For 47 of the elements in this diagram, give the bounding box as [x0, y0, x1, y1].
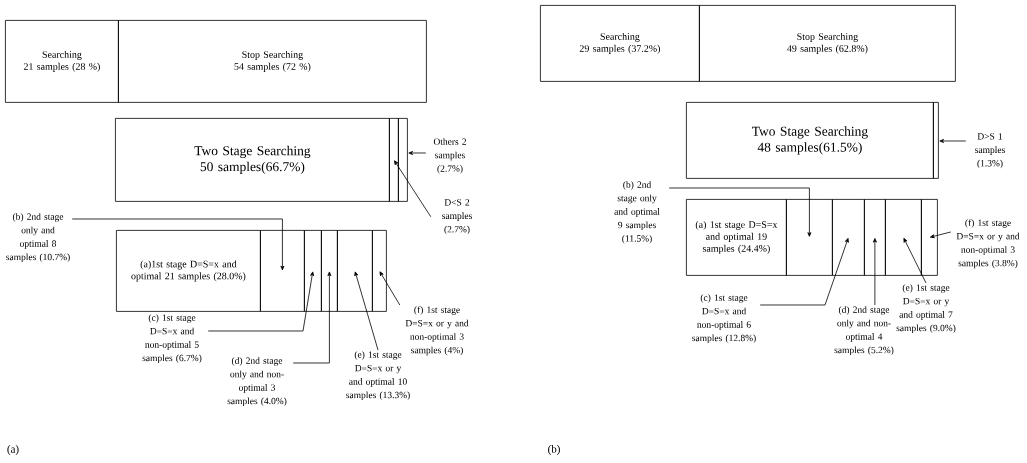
arrow — [207, 271, 315, 332]
panel-label: (b) — [548, 445, 560, 455]
callout-label: (c) 1st stage D=S=x and non-optimal 5 samples (6.7%) — [142, 314, 202, 364]
bar-segment — [864, 199, 886, 276]
callout-label: D<S 2 samples (2.7%) — [442, 199, 472, 235]
bar-segment — [260, 230, 305, 312]
arrow — [379, 271, 401, 306]
bar-segment — [832, 199, 865, 276]
bar-segment: Stop Searching 49 samples (62.8%) — [699, 5, 956, 82]
bar-segment: Searching 29 samples (37.2%) — [540, 5, 700, 82]
bar-segment — [337, 230, 373, 312]
callout-label: (b) 2nd stage only and optimal 8 samples (10.7%) — [6, 213, 70, 263]
bar-segment: (a)1st stage D=S=x and optimal 21 samples (28.0%) — [116, 230, 261, 312]
bar-segment: Two Stage Searching 50 samples(66.7%) — [115, 118, 390, 202]
callout-label: (d) 2nd stage only and non-optimal 3 samples (4.0%) — [227, 357, 287, 407]
callout-label: Others 2 samples (2.7%) — [433, 138, 467, 174]
arrow — [408, 151, 427, 155]
arrow — [903, 237, 927, 284]
callout-label: (f) 1st stage D=S=x or y and non-optimal 3 samples (3.8%) — [956, 219, 1020, 269]
panel-label: (a) — [7, 445, 19, 455]
callout-label: (e) 1st stage D=S=x or y and optimal 7 samples (9.0%) — [896, 284, 956, 334]
bar-segment — [304, 230, 322, 312]
bar-segment: Searching 21 samples (28 %) — [5, 20, 119, 103]
callout-label: D>S 1 samples (1.3%) — [975, 133, 1005, 169]
bar-segment — [933, 102, 939, 179]
callout-label: (b) 2nd stage only and optimal 9 samples (11.5%) — [614, 181, 660, 244]
bar-segment — [372, 230, 387, 312]
callout-label: (d) 2nd stage only and non-optimal 4 samples (5.2%) — [834, 306, 894, 356]
arrow — [394, 160, 432, 218]
arrow — [354, 271, 379, 351]
bar-segment: Two Stage Searching 48 samples(61.5%) — [686, 102, 934, 179]
bar-segment: Stop Searching 54 samples (72 %) — [118, 20, 427, 103]
bar-segment — [398, 118, 408, 202]
arrow — [930, 231, 952, 239]
callout-label: (c) 1st stage D=S=x and non-optimal 6 samples (12.8%) — [692, 294, 756, 344]
arrow — [71, 218, 285, 271]
arrow — [292, 271, 332, 364]
bar-segment: (a) 1st stage D=S=x and optimal 19 samples (24.4%) — [686, 199, 787, 276]
bar-segment — [921, 199, 938, 276]
bar-segment — [321, 230, 338, 312]
arrow — [668, 187, 812, 237]
bar-segment — [885, 199, 922, 276]
arrow — [759, 238, 849, 306]
bar-segment — [389, 118, 399, 202]
arrow — [872, 238, 877, 306]
arrow — [939, 139, 967, 143]
bar-segment — [786, 199, 833, 276]
